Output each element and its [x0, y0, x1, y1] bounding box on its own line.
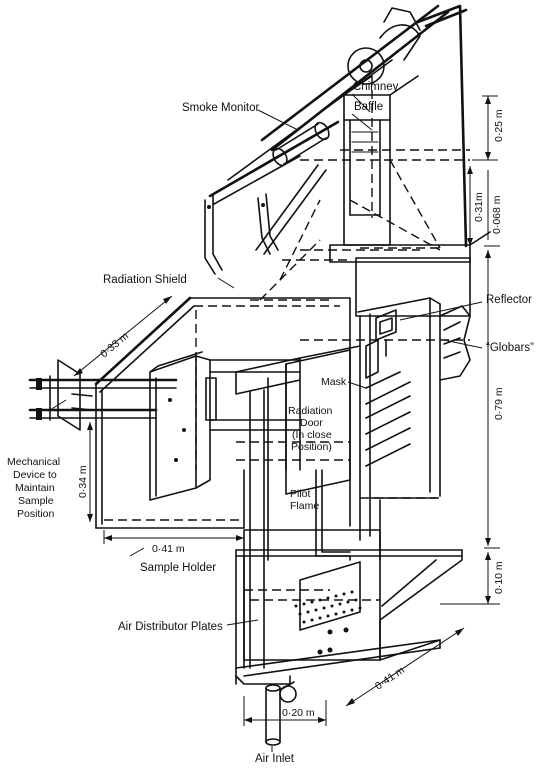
- sample-holder: [149, 351, 301, 501]
- label-mechanical-device-1: Mechanical: [7, 456, 60, 468]
- label-baffle: Baffle: [354, 101, 383, 113]
- dim-010: 0·10 m: [493, 561, 505, 594]
- dim-020: 0·20 m: [282, 707, 315, 719]
- reflector-globars: [355, 257, 471, 561]
- labels: Smoke Monitor Chimney Baffle Radiation S…: [7, 81, 534, 765]
- label-radiation-door-2: Door: [300, 417, 323, 429]
- label-air-distributor-plates: Air Distributor Plates: [118, 621, 223, 633]
- label-radiation-door-3: (In close: [292, 429, 332, 441]
- label-radiation-door-4: Position): [291, 441, 332, 453]
- label-mechanical-device-2: Device to: [13, 469, 57, 481]
- label-mechanical-device-4: Sample: [18, 495, 54, 507]
- reflector-box: [375, 309, 397, 341]
- label-radiation-shield: Radiation Shield: [103, 274, 187, 286]
- leader-lines: [49, 93, 483, 752]
- smoke-monitor-assembly: [204, 4, 450, 275]
- air-distributor: [235, 549, 463, 685]
- label-pilot-flame: Pilot: [290, 488, 311, 500]
- back-panel: [329, 4, 491, 263]
- combustion-chamber: [235, 199, 470, 669]
- label-chimney: Chimney: [353, 81, 399, 93]
- dim-041-base: 0·41 m: [373, 664, 407, 692]
- dim-034: 0·34 m: [77, 465, 89, 498]
- label-smoke-monitor: Smoke Monitor: [182, 102, 260, 114]
- dimension-lines: [73, 95, 500, 726]
- label-globars: “Globars”: [486, 342, 534, 354]
- mask: [365, 339, 379, 379]
- label-mechanical-device-5: Position: [17, 508, 55, 520]
- radiation-door: [285, 349, 351, 495]
- dim-079: 0·79 m: [493, 387, 505, 420]
- label-radiation-door: Radiation: [288, 405, 333, 417]
- dim-0068: 0·068 m: [491, 195, 503, 234]
- chimney: [300, 75, 470, 246]
- dim-041-horizontal: 0·41 m: [152, 543, 185, 555]
- label-mask: Mask: [321, 376, 347, 388]
- air-inlet-pipe: [265, 681, 297, 746]
- label-pilot-flame-2: Flame: [290, 500, 319, 512]
- pulley-wheel: [347, 47, 385, 85]
- dim-025: 0·25 m: [493, 109, 505, 142]
- label-reflector: Reflector: [486, 294, 532, 306]
- mechanical-device: [28, 359, 178, 431]
- label-sample-holder: Sample Holder: [140, 562, 216, 574]
- label-mechanical-device-3: Maintain: [15, 482, 55, 494]
- dim-031: 0·31m: [473, 192, 485, 222]
- label-air-inlet: Air Inlet: [255, 753, 295, 765]
